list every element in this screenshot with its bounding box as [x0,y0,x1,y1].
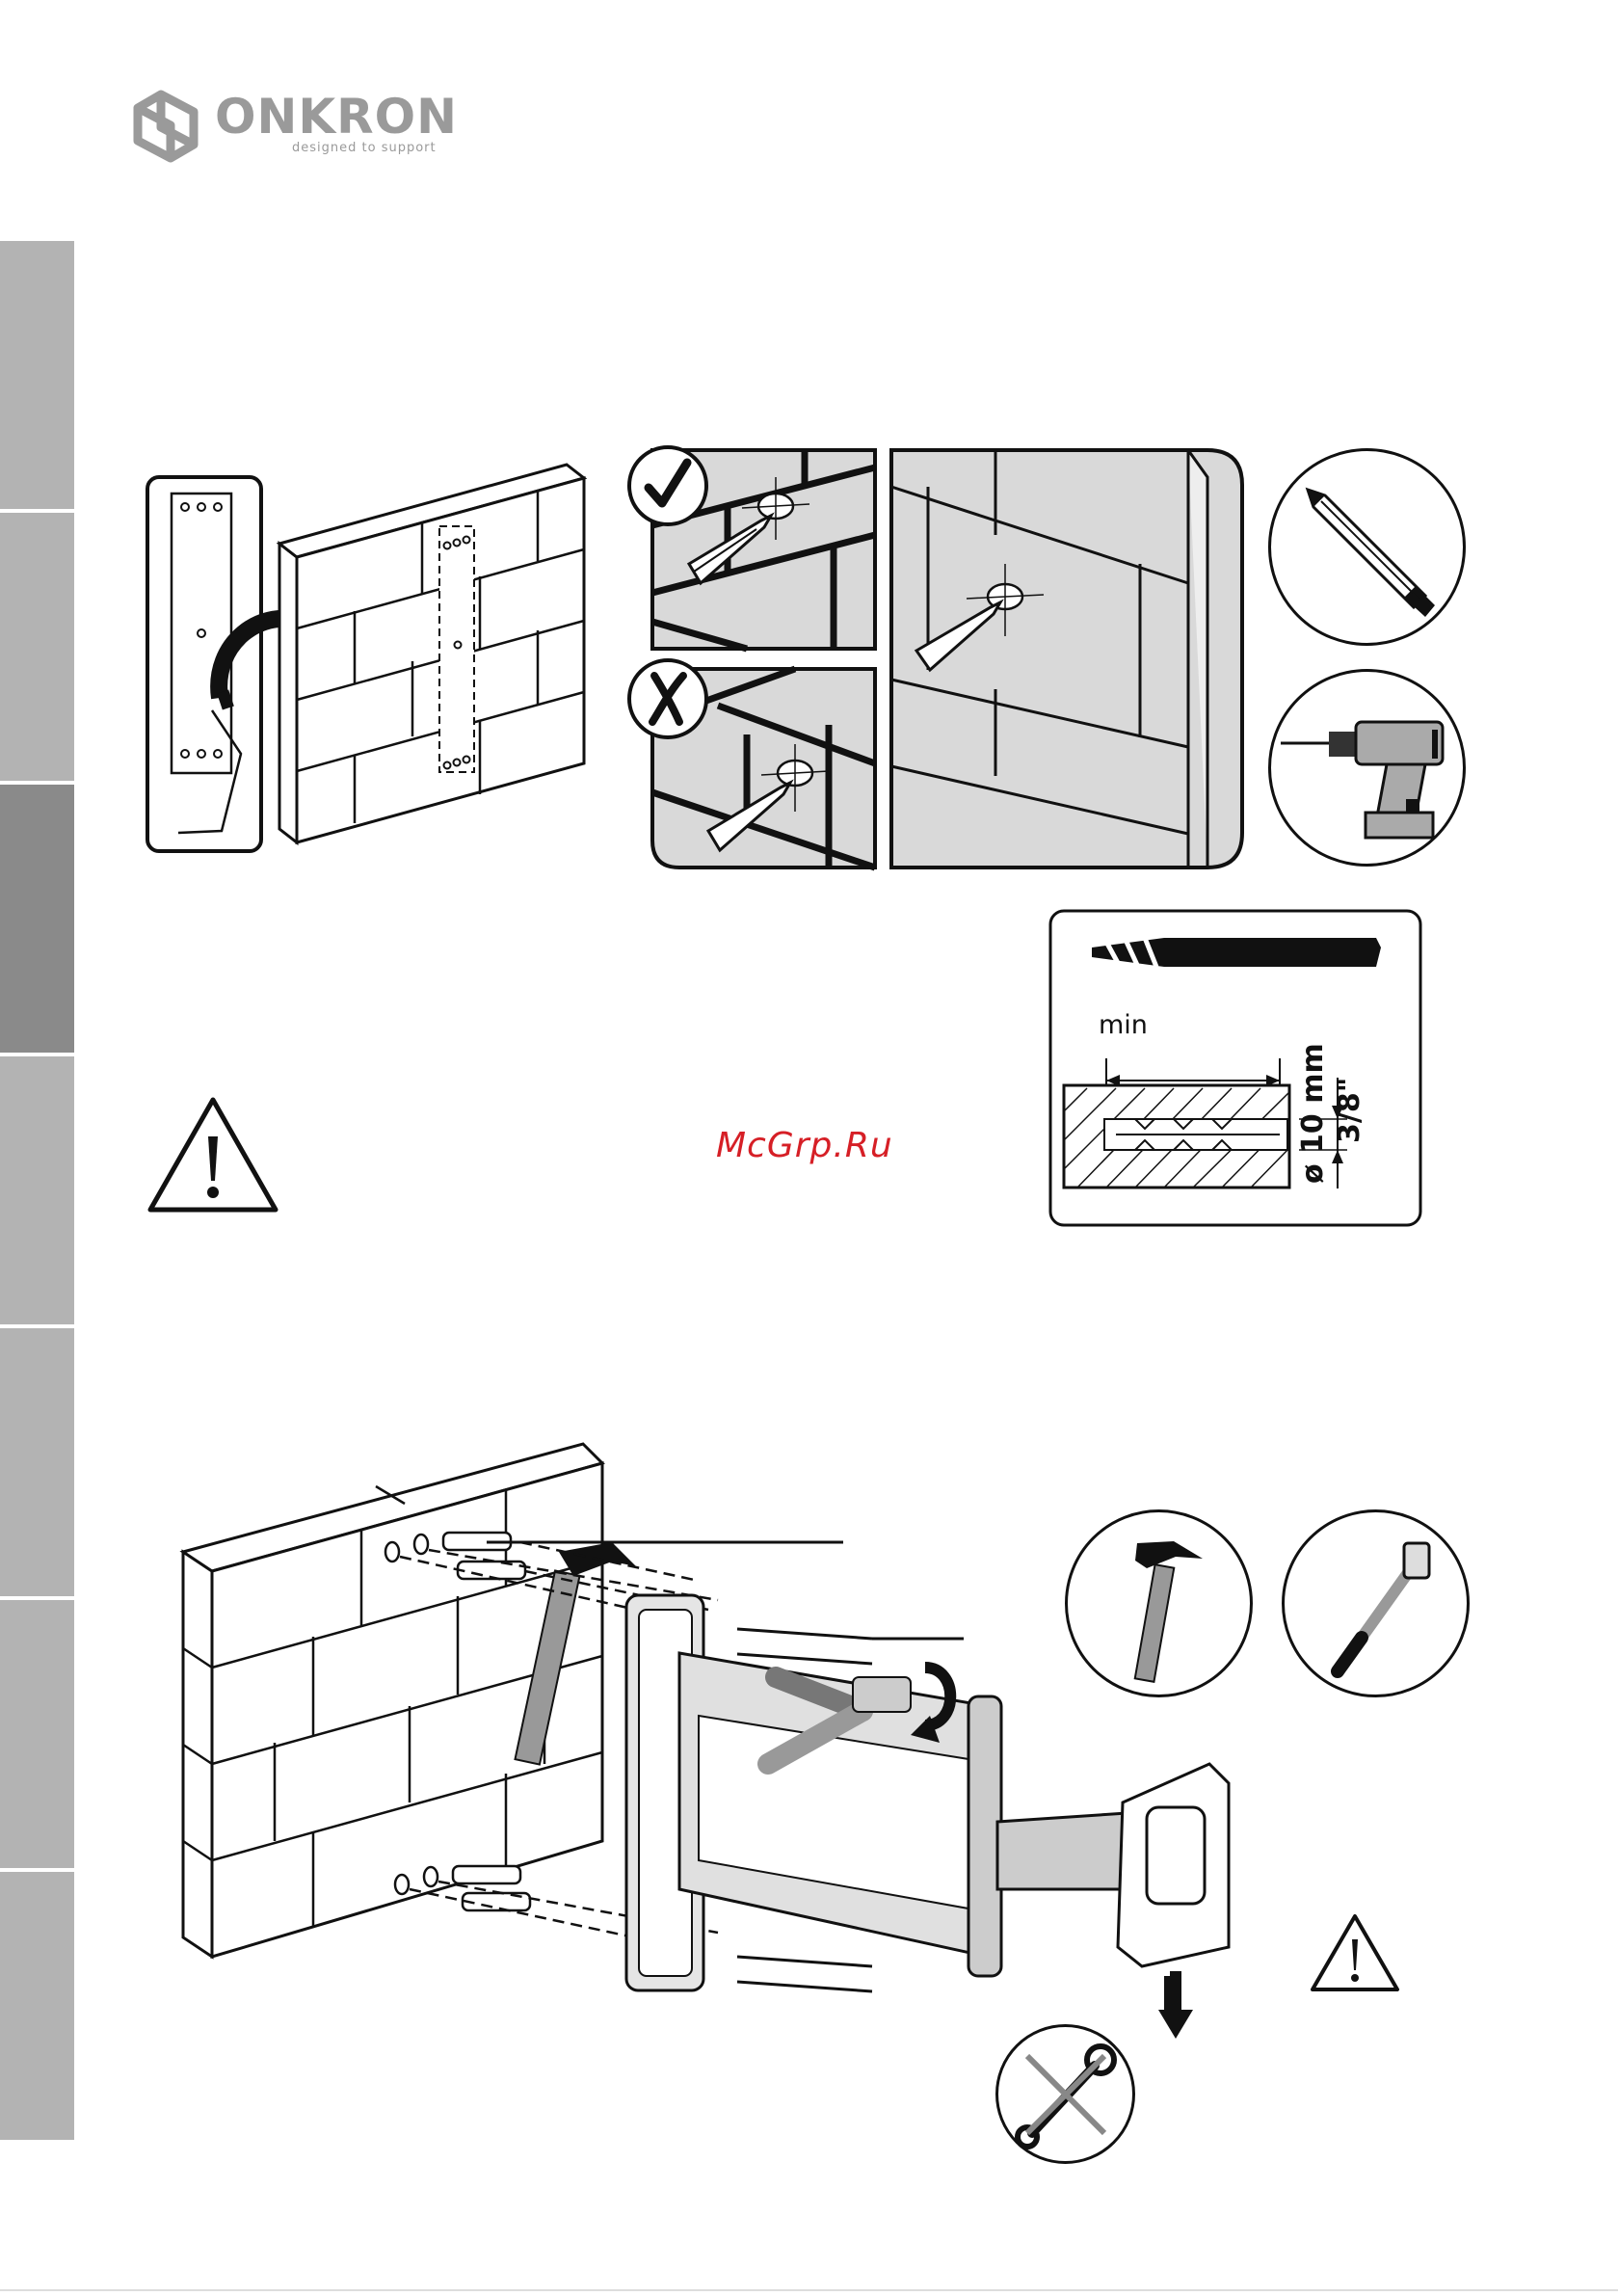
warning-triangle-icon [145,1094,281,1215]
footer-rule [0,2289,1618,2291]
warning-triangle-icon-2 [1309,1912,1401,1994]
no-wrench-icon [998,2027,1133,2162]
down-arrow-icon [1156,1971,1195,2039]
correct-marker-badge [627,445,708,526]
logo-mark-icon [128,85,203,166]
side-tab-7 [0,1872,74,2140]
no-wrench-badge [995,2024,1135,2164]
drilling-wall-panel [889,448,1246,869]
drill-tool-badge [1268,669,1466,867]
side-tab-6 [0,1600,74,1868]
cross-mark-icon [631,662,704,735]
min-depth-label: min [1099,1010,1148,1040]
side-tab-5 [0,1328,74,1596]
watermark: McGrp.Ru [716,1126,893,1165]
incorrect-marker-badge [627,658,708,739]
hammer-icon [1068,1512,1251,1695]
hammer-tool-badge [1065,1509,1253,1697]
brand-tagline: designed to support [292,141,437,155]
drill-depth-spec-panel [1048,909,1424,1227]
check-mark-icon [631,449,704,522]
brand-name: ONKRON [215,89,458,145]
socket-wrench-tool-badge [1282,1509,1470,1697]
socket-wrench-icon [1285,1512,1468,1695]
side-tab-2 [0,513,74,781]
side-tab-1 [0,241,74,509]
power-drill-icon [1271,672,1464,865]
drill-diameter-metric: ø 10 mm [1296,1029,1330,1184]
pencil-icon [1271,451,1464,644]
brand-logo: ONKRON designed to support [128,85,446,172]
side-tab-3-active [0,785,74,1053]
drill-diameter-imperial: 3/8" [1333,1028,1366,1143]
brick-wall-with-template [278,457,596,847]
side-tab-4 [0,1056,74,1324]
pencil-tool-badge [1268,448,1466,646]
